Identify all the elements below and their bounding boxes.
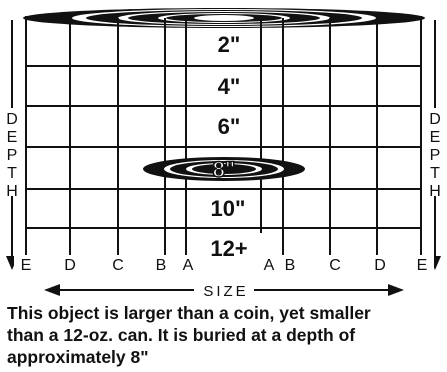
right-depth-letter: P [430, 147, 441, 164]
depth-label-4: 4" [218, 74, 241, 99]
grid-horizontal-lines [26, 65, 421, 229]
size-scale: E D C B A A B C D E [14, 256, 434, 274]
size-letter: B [156, 257, 167, 274]
caption: This object is larger than a coin, yet s… [7, 302, 442, 368]
caption-line: than a 12-oz. can. It is buried at a dep… [7, 325, 356, 345]
target-ring-stack [143, 157, 305, 181]
top-ring-stack [23, 8, 425, 28]
size-letter: D [374, 257, 386, 274]
left-depth-letter: P [7, 147, 18, 164]
depth-label-8: 8" [213, 157, 236, 182]
left-depth-letter: H [6, 183, 18, 200]
size-letter: D [64, 257, 76, 274]
grid-vertical-lines [25, 16, 422, 255]
depth-label-10: 10" [211, 196, 246, 221]
right-depth-letter: D [429, 111, 441, 128]
size-letter: E [417, 257, 428, 274]
size-letter: A [264, 257, 275, 274]
caption-line: approximately 8" [7, 347, 149, 367]
caption-line: This object is larger than a coin, yet s… [7, 303, 371, 323]
size-letter: C [112, 257, 124, 274]
right-depth-letter: H [429, 183, 441, 200]
right-depth-letter: E [430, 129, 441, 146]
size-letter: C [329, 257, 341, 274]
left-depth-letter: E [7, 129, 18, 146]
depth-label-2: 2" [218, 32, 241, 57]
size-letter: A [183, 257, 194, 274]
right-depth-letter: T [430, 165, 440, 182]
size-letter: B [285, 257, 296, 274]
size-arrow: SIZE [44, 280, 404, 300]
depth-size-grid-diagram: 2" 4" 6" 8" 10" 12+ D E P T H D E P T H … [4, 8, 443, 300]
depth-label-6: 6" [218, 114, 241, 139]
left-depth-word: D E P T H [4, 108, 20, 200]
depth-label-backgrounds [196, 30, 262, 259]
size-label: SIZE [203, 283, 248, 300]
right-depth-word: D E P T H [427, 108, 443, 200]
left-depth-letter: T [7, 165, 17, 182]
size-letter: E [21, 257, 32, 274]
left-depth-letter: D [6, 111, 18, 128]
